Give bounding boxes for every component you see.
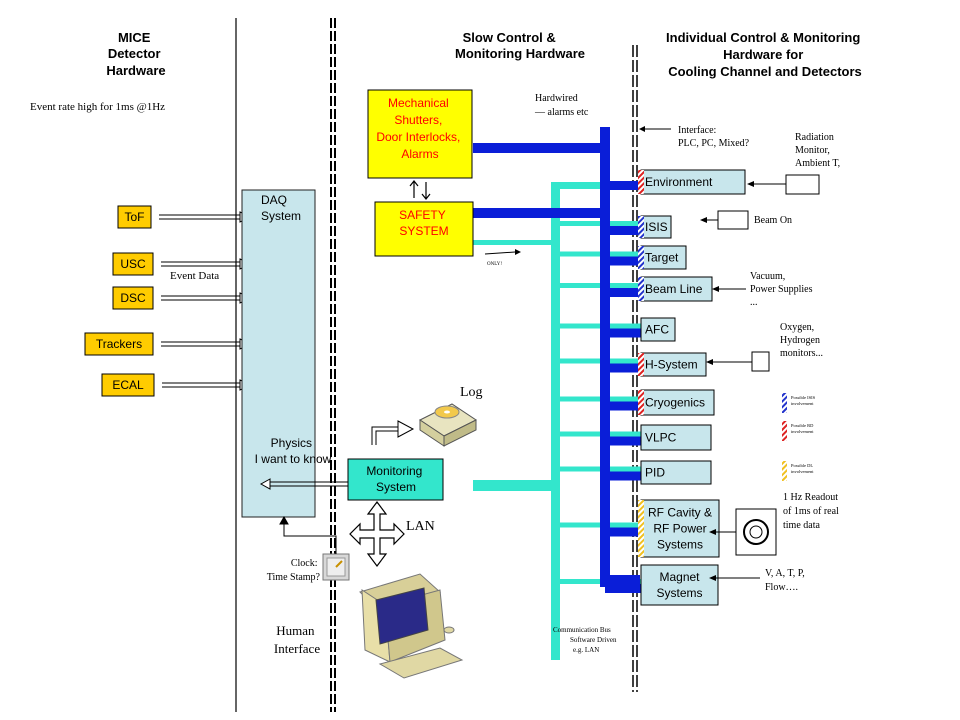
- detector-arrow: [159, 211, 253, 223]
- clock-to-daq-arrow: [279, 515, 337, 554]
- svg-text:Target: Target: [645, 251, 679, 265]
- beam-on-label: Beam On: [754, 215, 792, 226]
- interface-arrow-icon: [639, 126, 671, 132]
- oscilloscope-icon: [709, 508, 777, 556]
- disk-drive-icon: [419, 403, 477, 447]
- header-detector: MICE Detector Hardware: [106, 30, 165, 78]
- only-arrow-icon: [484, 249, 521, 255]
- blue-rungs: [605, 181, 642, 593]
- svg-text:ISIS: ISIS: [645, 220, 668, 234]
- svg-text:Monitoring System: Monitoring System: [366, 464, 425, 494]
- oxygen-monitor-box: [706, 351, 770, 372]
- interface-label: Interface: PLC, PC, Mixed?: [678, 125, 750, 149]
- vatp-label: V, A, T, P, Flow….: [765, 568, 807, 593]
- vatp-arrow-icon: [709, 575, 760, 581]
- header-slow-control: Slow Control & Monitoring Hardware: [455, 30, 585, 61]
- detector-arrow: [161, 338, 253, 350]
- event-rate-note: Event rate high for 1ms @1Hz: [30, 101, 165, 113]
- detector-dsc: DSC: [112, 286, 154, 310]
- svg-text:DAQ System: DAQ System: [261, 193, 301, 223]
- subsystem-box: H-System: [638, 352, 707, 377]
- comm-bus-label: Communication Bus Software Driven e.g. L…: [553, 626, 618, 654]
- detector-arrow: [161, 292, 253, 304]
- daq-system-box: DAQ System: [241, 189, 316, 518]
- detector-trackers: Trackers: [84, 332, 154, 356]
- computer-icon: [359, 573, 464, 679]
- detector-arrow: [162, 379, 253, 391]
- subsystem-box: ISIS: [638, 215, 672, 239]
- subsystem-box: Cryogenics: [638, 389, 715, 416]
- svg-text:H-System: H-System: [645, 358, 698, 372]
- subsystem-box: AFC: [640, 317, 676, 342]
- separator-dashed: [330, 18, 336, 712]
- svg-text:Beam Line: Beam Line: [645, 282, 703, 296]
- svg-text:Mechanical Shutters,: Mechanical Shutters, Door Interlocks, Al…: [376, 96, 463, 161]
- svg-text:ECAL: ECAL: [112, 378, 144, 392]
- subsystem-box: Environment: [638, 169, 746, 195]
- detector-tof: ToF: [117, 205, 152, 229]
- only-label: ONLY!: [487, 262, 502, 267]
- human-interface-label: Human Interface: [274, 623, 320, 656]
- event-data-label: Event Data: [170, 270, 219, 282]
- subsystem-box: Target: [638, 245, 687, 270]
- svg-text:Cryogenics: Cryogenics: [645, 396, 705, 410]
- radiation-monitor-box: [747, 174, 820, 195]
- subsystem-box: Beam Line: [638, 276, 713, 302]
- safety-system-box: SAFETY SYSTEM: [374, 201, 474, 257]
- hardwired-label: Hardwired — alarms etc: [534, 93, 589, 118]
- monitoring-to-daq-arrow: [259, 478, 348, 490]
- vacuum-arrow-icon: [712, 286, 746, 292]
- detector-arrow: [161, 258, 253, 270]
- clock-label: Clock: Time Stamp?: [267, 558, 321, 583]
- subsystem-box: VLPC: [640, 424, 712, 451]
- log-label: Log: [460, 385, 483, 400]
- svg-text:VLPC: VLPC: [645, 431, 677, 445]
- oxygen-label: Oxygen, Hydrogen monitors...: [780, 322, 823, 359]
- monitoring-system-box: Monitoring System: [347, 458, 444, 501]
- clock-icon: [322, 553, 350, 581]
- subsystem-box: PID: [640, 460, 712, 485]
- lan-cross-arrow-icon: [349, 501, 405, 567]
- svg-text:USC: USC: [120, 257, 146, 271]
- double-arrow-icon: [409, 180, 431, 200]
- svg-text:PID: PID: [645, 466, 665, 480]
- readout-label: 1 Hz Readout of 1ms of real time data: [783, 492, 841, 531]
- cyan-rungs: [556, 221, 642, 584]
- header-individual: Individual Control & Monitoring Hardware…: [666, 30, 864, 79]
- beam-on-box: [700, 210, 749, 230]
- mechanical-shutters-box: Mechanical Shutters, Door Interlocks, Al…: [367, 89, 473, 179]
- svg-text:ToF: ToF: [124, 210, 144, 224]
- detector-usc: USC: [112, 252, 154, 276]
- vacuum-label: Vacuum, Power Supplies ...: [750, 271, 815, 308]
- svg-text:SAFETY SYSTEM: SAFETY SYSTEM: [399, 208, 449, 238]
- radiation-label: Radiation Monitor, Ambient T,: [795, 132, 840, 169]
- svg-text:DSC: DSC: [120, 291, 146, 305]
- svg-text:AFC: AFC: [645, 323, 669, 337]
- cyan-bus: [473, 182, 641, 660]
- physics-label: Physics I want to know: [255, 436, 332, 466]
- log-arrow-icon: [371, 420, 415, 445]
- detector-ecal: ECAL: [101, 373, 155, 397]
- lan-label: LAN: [406, 519, 435, 534]
- svg-text:Trackers: Trackers: [96, 337, 142, 351]
- svg-text:Environment: Environment: [645, 175, 713, 189]
